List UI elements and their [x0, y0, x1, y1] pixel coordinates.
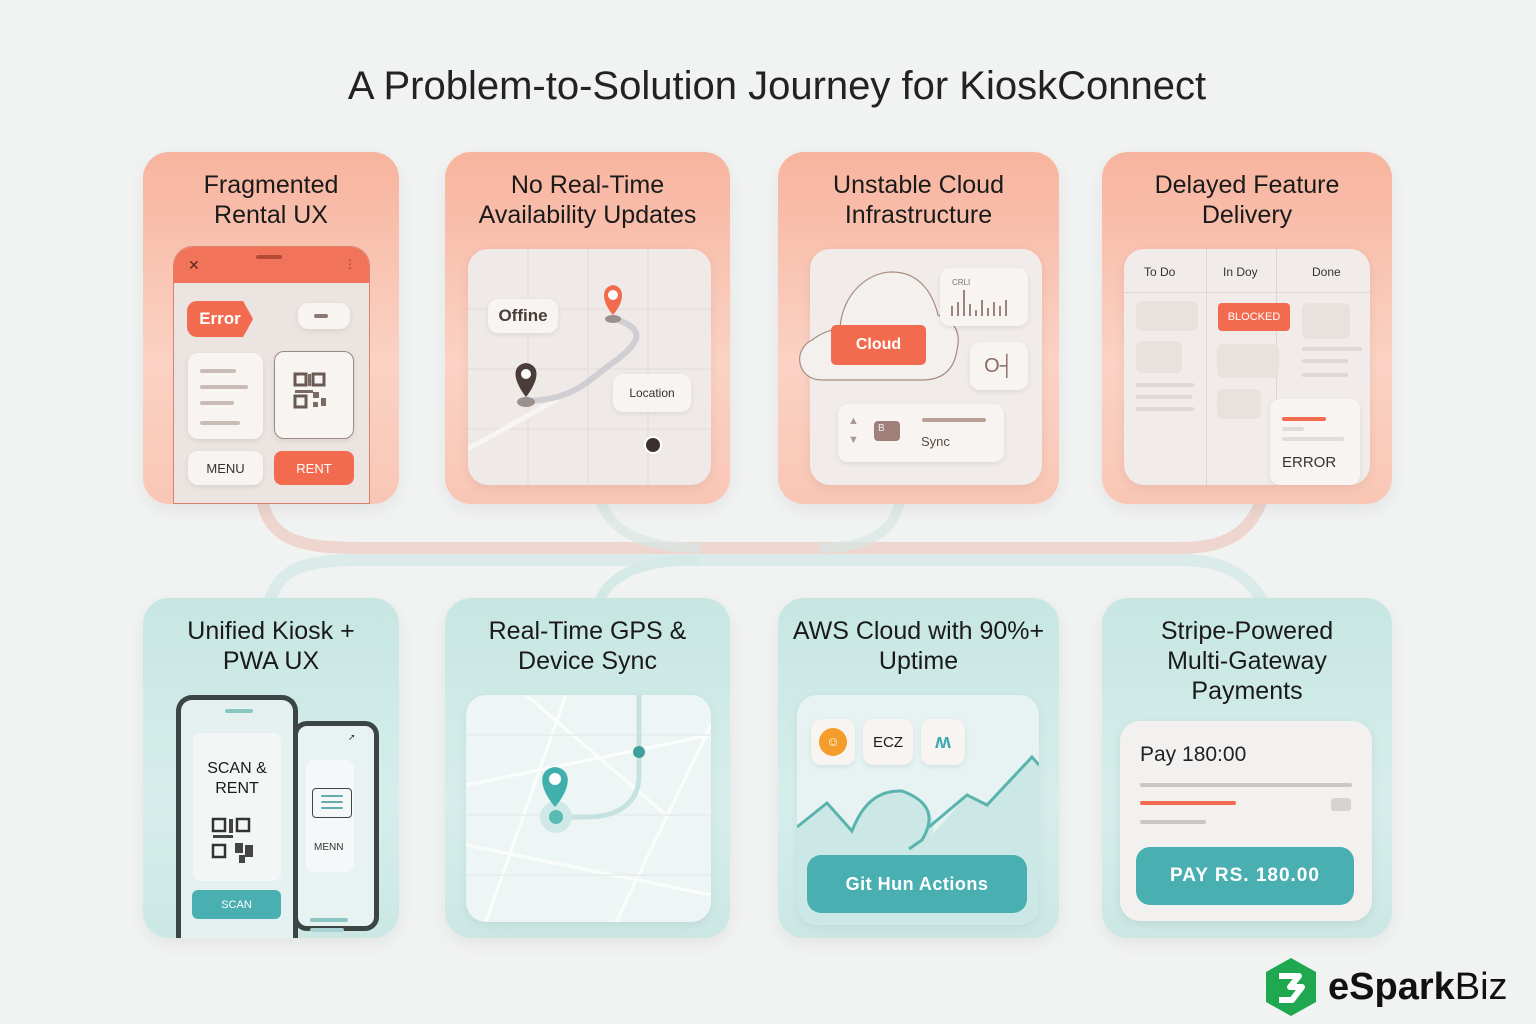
github-actions-button[interactable]: Git Hun Actions	[807, 855, 1027, 913]
cursor-icon: ➚	[348, 732, 356, 742]
ecz-badge: ECZ	[863, 719, 913, 765]
card-title: No Real-Time Availability Updates	[478, 171, 697, 229]
pay-button[interactable]: PAY RS. 180.00	[1136, 847, 1354, 905]
kanban-board: To Do In Doy Done BLOCKED ERROR	[1124, 249, 1370, 485]
phone-header: ✕ ⋮	[174, 247, 369, 283]
error-card: ERROR	[1270, 399, 1360, 485]
map-route	[468, 249, 711, 485]
close-icon[interactable]: ✕	[188, 257, 200, 273]
key-icon: O┤	[970, 342, 1028, 390]
logo-text-light: Biz	[1454, 965, 1508, 1008]
solution-card-unified-ux: Unified Kiosk + PWA UX ➚ MENN SCAN & REN…	[143, 598, 399, 938]
problem-card-fragmented-ux: Fragmented Rental UX ✕ ⋮ Error MENU RENT	[143, 152, 399, 504]
menu-button[interactable]: MENU	[188, 451, 263, 485]
cpu-label: CRLI	[952, 278, 971, 287]
scan-rent-label: SCAN & RENT	[207, 760, 267, 797]
sync-label: Sync	[921, 434, 950, 449]
toggle-chip[interactable]	[298, 303, 350, 329]
pwa-phone: ➚ MENN	[293, 721, 379, 932]
offline-tooltip: Offine	[488, 299, 558, 333]
problem-card-no-realtime: No Real-Time Availability Updates Offine…	[445, 152, 730, 504]
logo-text-bold: eSpark	[1328, 965, 1455, 1008]
more-icon[interactable]: ⋮	[344, 257, 356, 271]
sync-chip[interactable]: ▲▼ B Sync	[838, 404, 1004, 462]
card-title: Unstable Cloud Infrastructure	[833, 171, 1004, 229]
uptime-panel: ☺ ECZ ʍ Git Hun Actions	[797, 695, 1039, 925]
cloud-button[interactable]: Cloud	[831, 325, 926, 365]
esparkbiz-logo: eSparkBiz	[1262, 956, 1508, 1018]
page-title: A Problem-to-Solution Journey for KioskC…	[347, 64, 1207, 108]
gps-route	[466, 695, 711, 922]
cpu-chart-chip: CRLI	[940, 268, 1028, 326]
map-panel[interactable]: Offine Location	[468, 249, 711, 485]
problem-card-unstable-cloud: Unstable Cloud Infrastructure Cloud CRLI…	[778, 152, 1059, 504]
rent-button[interactable]: RENT	[274, 451, 354, 485]
sync-arrows-icon: ▲▼	[848, 415, 859, 446]
card-title: Delayed Feature Delivery	[1154, 171, 1340, 229]
card-title: Unified Kiosk + PWA UX	[187, 617, 355, 675]
menu-label: MENN	[314, 842, 344, 853]
card-icon	[1331, 798, 1351, 811]
phone-mockup: ✕ ⋮ Error MENU RENT	[173, 246, 370, 504]
kiosk-phone: SCAN & RENT SCAN	[176, 695, 298, 938]
location-tooltip: Location	[613, 374, 691, 412]
card-title: AWS Cloud with 90%+ Uptime	[792, 617, 1045, 675]
column-todo: To Do	[1144, 265, 1176, 279]
text-card	[188, 353, 263, 439]
column-done: Done	[1312, 265, 1341, 279]
problem-card-delayed-delivery: Delayed Feature Delivery To Do In Doy Do…	[1102, 152, 1392, 504]
solution-card-gps-sync: Real-Time GPS & Device Sync	[445, 598, 730, 938]
column-in-progress: In Doy	[1223, 265, 1258, 279]
payment-amount: Pay 180:00	[1140, 743, 1247, 766]
error-tag: Error	[187, 301, 253, 337]
scan-button[interactable]: SCAN	[192, 890, 281, 919]
payment-panel: Pay 180:00 PAY RS. 180.00	[1120, 721, 1372, 921]
qr-code-icon	[211, 817, 253, 863]
card-title: Real-Time GPS & Device Sync	[488, 617, 687, 675]
chip-icon: B	[874, 421, 900, 441]
card-title: Fragmented Rental UX	[203, 171, 339, 229]
solution-card-aws-cloud: AWS Cloud with 90%+ Uptime ☺ ECZ ʍ Git H…	[778, 598, 1059, 938]
gps-map-panel[interactable]	[466, 695, 711, 922]
esparkbiz-logo-icon	[1266, 958, 1316, 1016]
menu-icon[interactable]	[312, 788, 352, 818]
error-label: ERROR	[1282, 454, 1337, 471]
qr-code-icon[interactable]	[274, 351, 354, 439]
card-title: Stripe-Powered Multi-Gateway Payments	[1160, 617, 1334, 705]
grafana-icon: ☺	[811, 719, 855, 765]
blocked-badge: BLOCKED	[1218, 303, 1290, 331]
solution-card-stripe-payments: Stripe-Powered Multi-Gateway Payments Pa…	[1102, 598, 1392, 938]
monitoring-icon: ʍ	[921, 719, 965, 765]
